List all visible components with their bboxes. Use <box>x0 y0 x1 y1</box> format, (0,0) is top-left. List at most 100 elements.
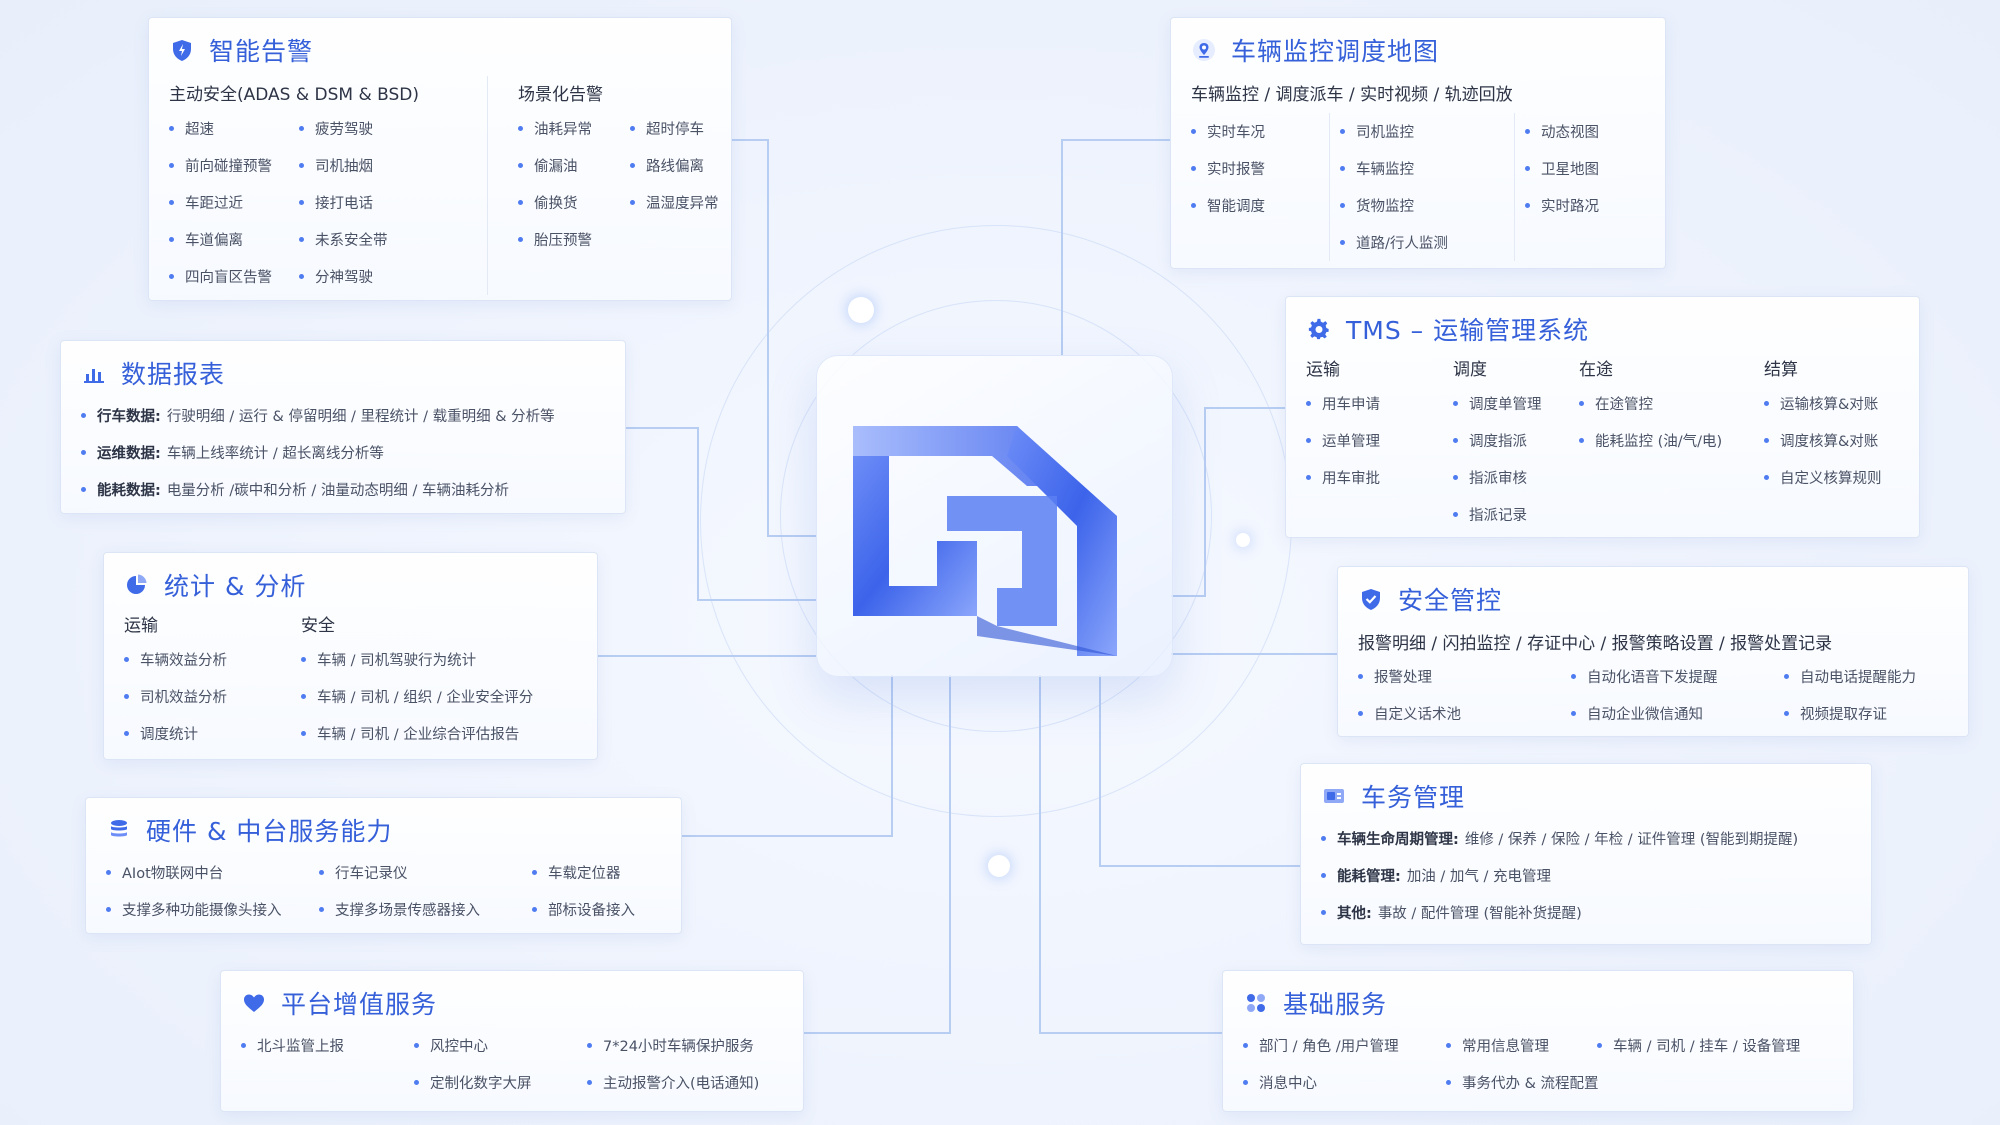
list-item: 自动化语音下发提醒 <box>1571 658 1784 695</box>
list-item: 视频提取存证 <box>1784 695 1916 732</box>
pie-chart-icon <box>124 572 150 598</box>
card-subtitle: 车辆监控 / 调度派车 / 实时视频 / 轨迹回放 <box>1191 85 1513 105</box>
card-basic-services: 基础服务 部门 / 角色 /用户管理 消息中心 常用信息管理 事务代办 & 流程… <box>1222 970 1854 1112</box>
list-item: 超时停车 <box>630 110 719 147</box>
card-title: 基础服务 <box>1283 990 1388 1019</box>
list-item: 智能调度 <box>1191 187 1329 224</box>
list-item: 部门 / 角色 /用户管理 <box>1243 1027 1446 1064</box>
connector-tms <box>1171 407 1285 597</box>
list-item: 调度核算&对账 <box>1764 422 1882 459</box>
list-item: 动态视图 <box>1525 113 1599 150</box>
card-title: 安全管控 <box>1398 586 1503 615</box>
row-value: 电量分析 /碳中和分析 / 油量动态明细 / 车辆油耗分析 <box>166 483 510 499</box>
card-vehicle-monitor-map: 车辆监控调度地图 车辆监控 / 调度派车 / 实时视频 / 轨迹回放 实时车况 … <box>1170 17 1666 269</box>
list-item: 报警处理 <box>1358 658 1571 695</box>
column-heading: 在途 <box>1579 360 1613 380</box>
list-item: 调度指派 <box>1453 422 1579 459</box>
list-item: 自动电话提醒能力 <box>1784 658 1916 695</box>
card-tms: TMS – 运输管理系统 运输 用车申请 运单管理 用车审批 调度 调度单管理 … <box>1285 296 1920 538</box>
fleet-row: 能耗管理: 加油 / 加气 / 充电管理 <box>1321 857 1851 894</box>
list-item: 行车记录仪 <box>319 854 532 891</box>
list-item: 车辆监控 <box>1340 150 1514 187</box>
column-heading: 场景化告警 <box>518 85 603 105</box>
report-row: 运维数据: 车辆上线率统计 / 超长离线分析等 <box>81 434 605 471</box>
list-item: 分神驾驶 <box>299 258 388 295</box>
list-item: 用车申请 <box>1306 385 1453 422</box>
list-item: 部标设备接入 <box>532 891 635 928</box>
row-value: 行驶明细 / 运行 & 停留明细 / 里程统计 / 载重明细 & 分析等 <box>166 409 555 425</box>
card-title: 平台增值服务 <box>281 990 438 1019</box>
list-item: 疲劳驾驶 <box>299 110 388 147</box>
list-item: 车辆 / 司机 / 组织 / 企业安全评分 <box>301 678 533 715</box>
list-item: 运单管理 <box>1306 422 1453 459</box>
shield-check-icon <box>1358 586 1384 612</box>
row-value: 加油 / 加气 / 充电管理 <box>1406 869 1552 885</box>
vehicle-card-icon <box>1321 783 1347 809</box>
list-item: 7*24小时车辆保护服务 <box>587 1027 759 1064</box>
connector-reports <box>624 427 816 601</box>
card-hardware-platform: 硬件 & 中台服务能力 AIot物联网中台 支撑多种功能摄像头接入 行车记录仪 … <box>85 797 682 934</box>
list-item: 车辆 / 司机 / 挂车 / 设备管理 <box>1597 1027 1800 1064</box>
card-title: 数据报表 <box>121 360 226 389</box>
card-title: 硬件 & 中台服务能力 <box>146 817 393 846</box>
row-key: 能耗管理: <box>1337 869 1401 885</box>
bar-chart-icon <box>81 360 107 386</box>
card-title: 车辆监控调度地图 <box>1231 37 1440 66</box>
database-icon <box>106 817 132 843</box>
list-item: 司机抽烟 <box>299 147 388 184</box>
list-item: 指派审核 <box>1453 459 1579 496</box>
row-value: 维修 / 保养 / 保险 / 年检 / 证件管理 (智能到期提醒) <box>1464 832 1799 848</box>
central-hub <box>816 355 1173 677</box>
row-key: 行车数据: <box>97 409 161 425</box>
list-item: 车距过近 <box>169 184 299 221</box>
gear-icon <box>1306 316 1332 342</box>
glow-dot <box>988 855 1010 877</box>
list-item: 路线偏离 <box>630 147 719 184</box>
column-heading: 结算 <box>1764 360 1798 380</box>
column-heading: 调度 <box>1453 360 1487 380</box>
list-item: 司机监控 <box>1340 113 1514 150</box>
card-subtitle: 报警明细 / 闪拍监控 / 存证中心 / 报警策略设置 / 报警处置记录 <box>1358 634 1833 654</box>
list-item: 胎压预警 <box>518 221 630 258</box>
row-value: 车辆上线率统计 / 超长离线分析等 <box>166 446 384 462</box>
card-smart-alerts: 智能告警 主动安全(ADAS & DSM & BSD) 超速 前向碰撞预警 车距… <box>148 17 732 301</box>
card-title: 统计 & 分析 <box>164 572 307 601</box>
list-item: 用车审批 <box>1306 459 1453 496</box>
card-stats-analysis: 统计 & 分析 运输 车辆效益分析 司机效益分析 调度统计 安全 车辆 / 司机… <box>103 552 598 760</box>
list-item: 偷换货 <box>518 184 630 221</box>
card-fleet-affairs: 车务管理 车辆生命周期管理:维修 / 保养 / 保险 / 年检 / 证件管理 (… <box>1300 763 1872 945</box>
list-item: 司机效益分析 <box>124 678 301 715</box>
row-key: 能耗数据: <box>97 483 161 499</box>
list-item: 车辆 / 司机 / 企业综合评估报告 <box>301 715 533 752</box>
list-item: 车道偏离 <box>169 221 299 258</box>
row-key: 车辆生命周期管理: <box>1337 832 1459 848</box>
row-value: 事故 / 配件管理 (智能补货提醒) <box>1377 906 1582 922</box>
list-item: 支撑多种功能摄像头接入 <box>106 891 319 928</box>
list-item: 事务代办 & 流程配置 <box>1446 1064 1599 1101</box>
list-item: 北斗监管上报 <box>241 1027 414 1064</box>
list-item: 实时报警 <box>1191 150 1329 187</box>
connector-monitor <box>1061 139 1170 355</box>
glow-dot <box>1236 533 1250 547</box>
row-key: 运维数据: <box>97 446 161 462</box>
list-item: 调度统计 <box>124 715 301 752</box>
connector-hardware <box>680 675 893 837</box>
list-item: 定制化数字大屏 <box>414 1064 587 1101</box>
glow-dot <box>848 297 874 323</box>
list-item: 支撑多场景传感器接入 <box>319 891 532 928</box>
row-key: 其他: <box>1337 906 1372 922</box>
list-item: 自动企业微信通知 <box>1571 695 1784 732</box>
list-item: 在途管控 <box>1579 385 1764 422</box>
column-heading: 运输 <box>124 616 158 636</box>
list-item: 常用信息管理 <box>1446 1027 1597 1064</box>
list-item: 未系安全带 <box>299 221 388 258</box>
list-item: 接打电话 <box>299 184 388 221</box>
grid-apps-icon <box>1243 990 1269 1016</box>
list-item: 调度单管理 <box>1453 385 1579 422</box>
list-item: 四向盲区告警 <box>169 258 299 295</box>
platform-logo-icon <box>853 426 1117 656</box>
list-item: 自定义话术池 <box>1358 695 1571 732</box>
heart-icon <box>241 990 267 1016</box>
location-pin-icon <box>1191 37 1217 63</box>
